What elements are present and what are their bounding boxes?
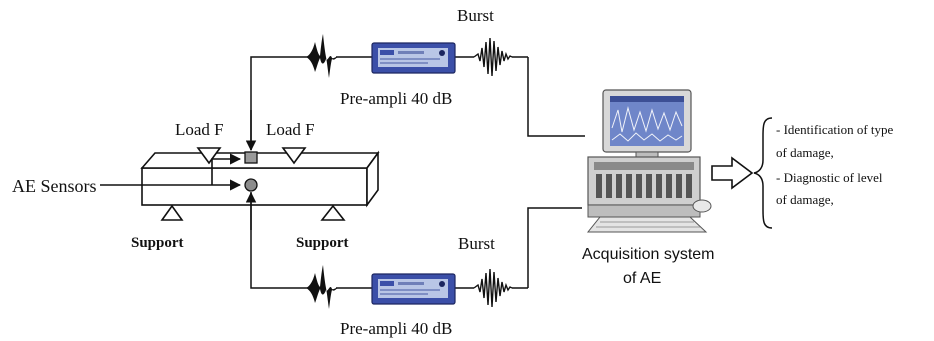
load-left-marker [196,147,222,165]
support-right-label: Support [296,235,349,251]
load-right-marker [281,147,307,165]
support-right-marker [320,204,346,221]
acquisition-label-line2: of AE [623,270,661,287]
burst-bottom-label: Burst [458,234,495,253]
preamp-top [371,42,456,74]
sensor-top [244,151,258,164]
raw-signal-top [306,34,338,78]
output-line-4: of damage, [776,192,834,207]
sensor-pointer-arrows [100,153,242,191]
preamp-bottom-label: Pre-ampli 40 dB [340,319,452,338]
burst-wave-top [473,37,513,77]
acquisition-label-line1: Acquisition system [582,246,715,263]
burst-wave-bottom [473,268,513,308]
output-line-1: - Identification of type [776,122,894,137]
support-left-marker [160,204,184,221]
raw-signal-bottom [306,265,338,309]
ae-sensors-label: AE Sensors [12,176,97,196]
load-left-label: Load F [175,120,224,139]
preamp-bottom [371,273,456,305]
output-brace [753,117,773,229]
preamp-top-label: Pre-ampli 40 dB [340,89,452,108]
output-line-2: of damage, [776,145,834,160]
acquisition-computer [586,89,712,233]
load-right-label: Load F [266,120,315,139]
sensor-bottom [244,178,258,192]
output-line-3: - Diagnostic of level [776,170,883,185]
burst-top-label: Burst [457,6,494,25]
output-arrow [711,156,754,190]
support-left-label: Support [131,235,184,251]
beam [140,150,380,208]
